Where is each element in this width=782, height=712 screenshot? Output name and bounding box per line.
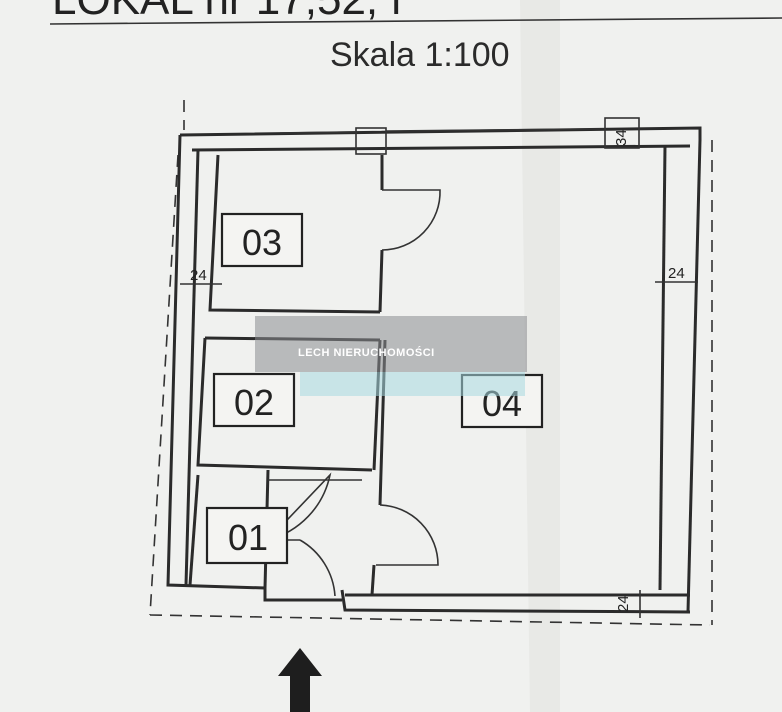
header-title: LOKAL nr 17,52, f	[52, 0, 403, 24]
room-02-box	[212, 372, 296, 428]
boundary-dash	[149, 154, 179, 616]
wall-room-02	[196, 337, 373, 472]
wall-right-outer	[686, 139, 702, 613]
wall-bottom-outer	[340, 589, 691, 614]
room-02-label: 02	[234, 382, 274, 423]
wall-top-inner	[191, 144, 691, 152]
arrow-up-icon	[278, 648, 322, 712]
door-entrance	[299, 539, 336, 597]
door-room-03	[381, 189, 441, 251]
wall-room-03	[208, 154, 381, 314]
wall-left-inner	[184, 149, 200, 586]
dimension-bottom-right: 24	[615, 595, 632, 612]
wall-room-01	[188, 474, 200, 586]
dimension-top-right: 34	[613, 129, 630, 146]
wall-room-04-left-low	[370, 564, 376, 596]
watermark-box	[255, 316, 527, 372]
dimension-left: 24	[190, 267, 207, 284]
room-01-label: 01	[228, 517, 268, 558]
column-block	[355, 127, 387, 155]
scale-label: Skala 1:100	[330, 36, 510, 74]
wall-room-03-right-low	[378, 249, 384, 313]
window-line	[385, 128, 601, 132]
window-line	[279, 131, 356, 134]
room-03-label: 03	[242, 222, 282, 263]
room-03-box	[220, 212, 304, 268]
wall-bottom-gap	[263, 588, 342, 602]
boundary-dash	[149, 614, 711, 626]
watermark-text: LECH NIERUCHOMOŚCI	[298, 346, 435, 359]
header-underline	[49, 17, 782, 25]
room-01-box	[205, 506, 289, 565]
corner-block	[604, 117, 640, 149]
wall-right-inner	[658, 145, 667, 591]
wall-left-outer	[166, 134, 266, 590]
dimension-right: 24	[668, 265, 685, 282]
door-room-04	[376, 504, 439, 566]
watermark-band	[300, 372, 525, 396]
paper-fold	[520, 0, 560, 712]
